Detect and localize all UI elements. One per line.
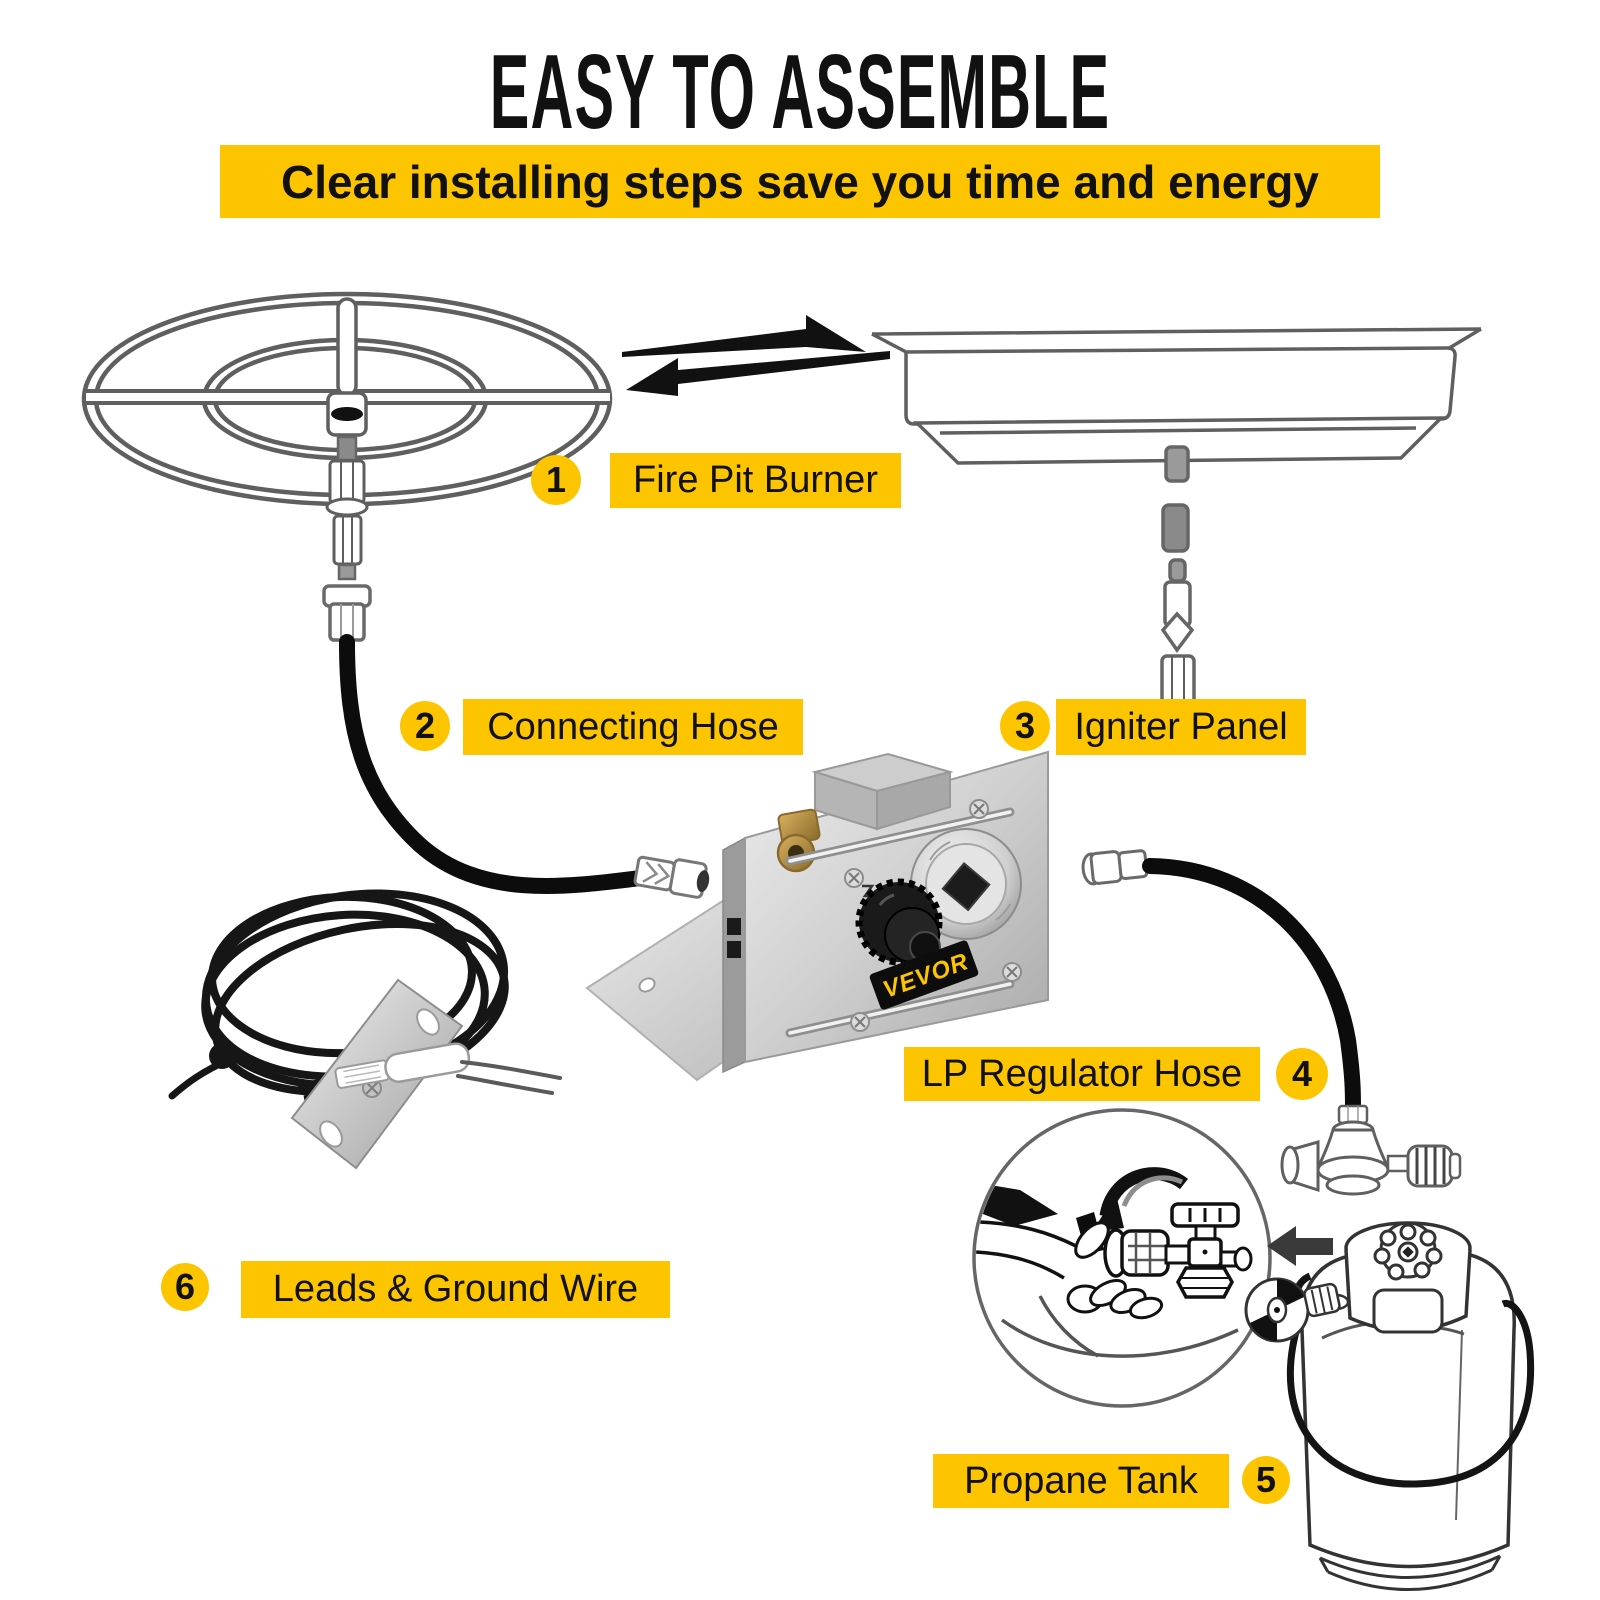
tank-side-valve: [1244, 1277, 1341, 1343]
control-knob: [855, 878, 943, 966]
linear-burner-drawing: [871, 327, 1482, 744]
lp-regulator-hose-drawing: [1081, 849, 1462, 1196]
propane-tank-drawing: [1244, 1221, 1535, 1591]
connecting-hose-drawing: [322, 584, 710, 899]
part-number-4: 4: [1276, 1048, 1328, 1100]
part-label-connecting-hose: Connecting Hose: [463, 699, 803, 755]
part-label-lp-regulator-hose: LP Regulator Hose: [904, 1047, 1260, 1101]
install-detail-circle: [972, 1108, 1272, 1408]
page-title: EASY TO ASSEMBLE: [489, 33, 1111, 151]
part-number-5: 5: [1242, 1456, 1290, 1504]
part-label-leads-ground-wire: Leads & Ground Wire: [241, 1261, 670, 1318]
round-burner-drawing: [81, 291, 613, 581]
panel-screws: [844, 799, 1022, 1032]
part-label-igniter-panel: Igniter Panel: [1056, 699, 1306, 755]
tank-valve-handwheel: [1373, 1221, 1443, 1281]
part-number-2: 2: [400, 701, 450, 751]
part-label-fire-pit-burner: Fire Pit Burner: [610, 453, 901, 508]
part-label-propane-tank: Propane Tank: [933, 1454, 1229, 1508]
leads-ground-wire-drawing: [168, 889, 562, 1170]
part-number-6: 6: [161, 1263, 209, 1311]
part-number-3: 3: [1000, 701, 1050, 751]
swap-arrows-icon: [622, 315, 890, 396]
left-arrow-icon: [1267, 1226, 1333, 1266]
igniter-panel-drawing: VEVOR: [585, 750, 1049, 1082]
subtitle-banner: Clear installing steps save you time and…: [220, 145, 1380, 218]
part-number-1: 1: [531, 455, 581, 505]
